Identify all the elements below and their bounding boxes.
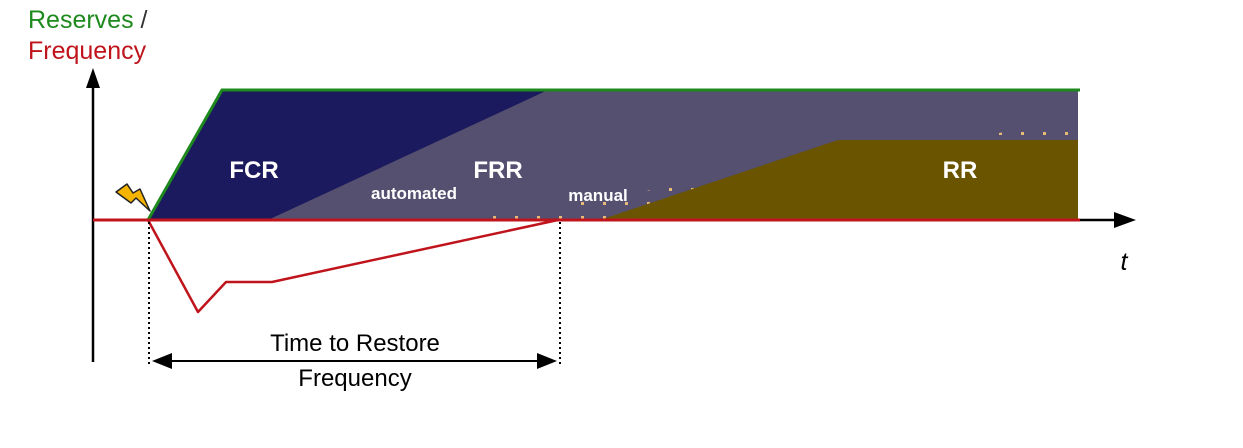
reserves-line bbox=[146, 88, 1080, 221]
x-axis-label: t bbox=[1121, 248, 1129, 276]
y-axis-label-frequency: Frequency bbox=[28, 37, 147, 65]
time-to-restore-label-line1: Time to Restore bbox=[270, 330, 440, 357]
y-axis-label-separator: / bbox=[133, 6, 148, 34]
fcr-region bbox=[148, 90, 548, 220]
frr-automated-label: automated bbox=[371, 184, 457, 203]
x-axis-arrow bbox=[1114, 212, 1136, 228]
rr-label: RR bbox=[943, 157, 978, 184]
rr-region bbox=[600, 140, 1078, 220]
lightning-bolt-icon bbox=[115, 183, 151, 212]
time-to-restore-label-line2: Frequency bbox=[298, 365, 411, 392]
y-axis-label-reserves: Reserves / bbox=[28, 6, 148, 34]
y-axis-arrow bbox=[86, 68, 100, 88]
time-to-restore-arrow-left bbox=[152, 353, 172, 369]
frr-manual-label: manual bbox=[568, 186, 628, 205]
fcr-label: FCR bbox=[229, 157, 278, 184]
frequency-curve bbox=[146, 218, 559, 314]
time-to-restore-arrow-right bbox=[537, 353, 557, 369]
frr-label: FRR bbox=[473, 157, 522, 184]
